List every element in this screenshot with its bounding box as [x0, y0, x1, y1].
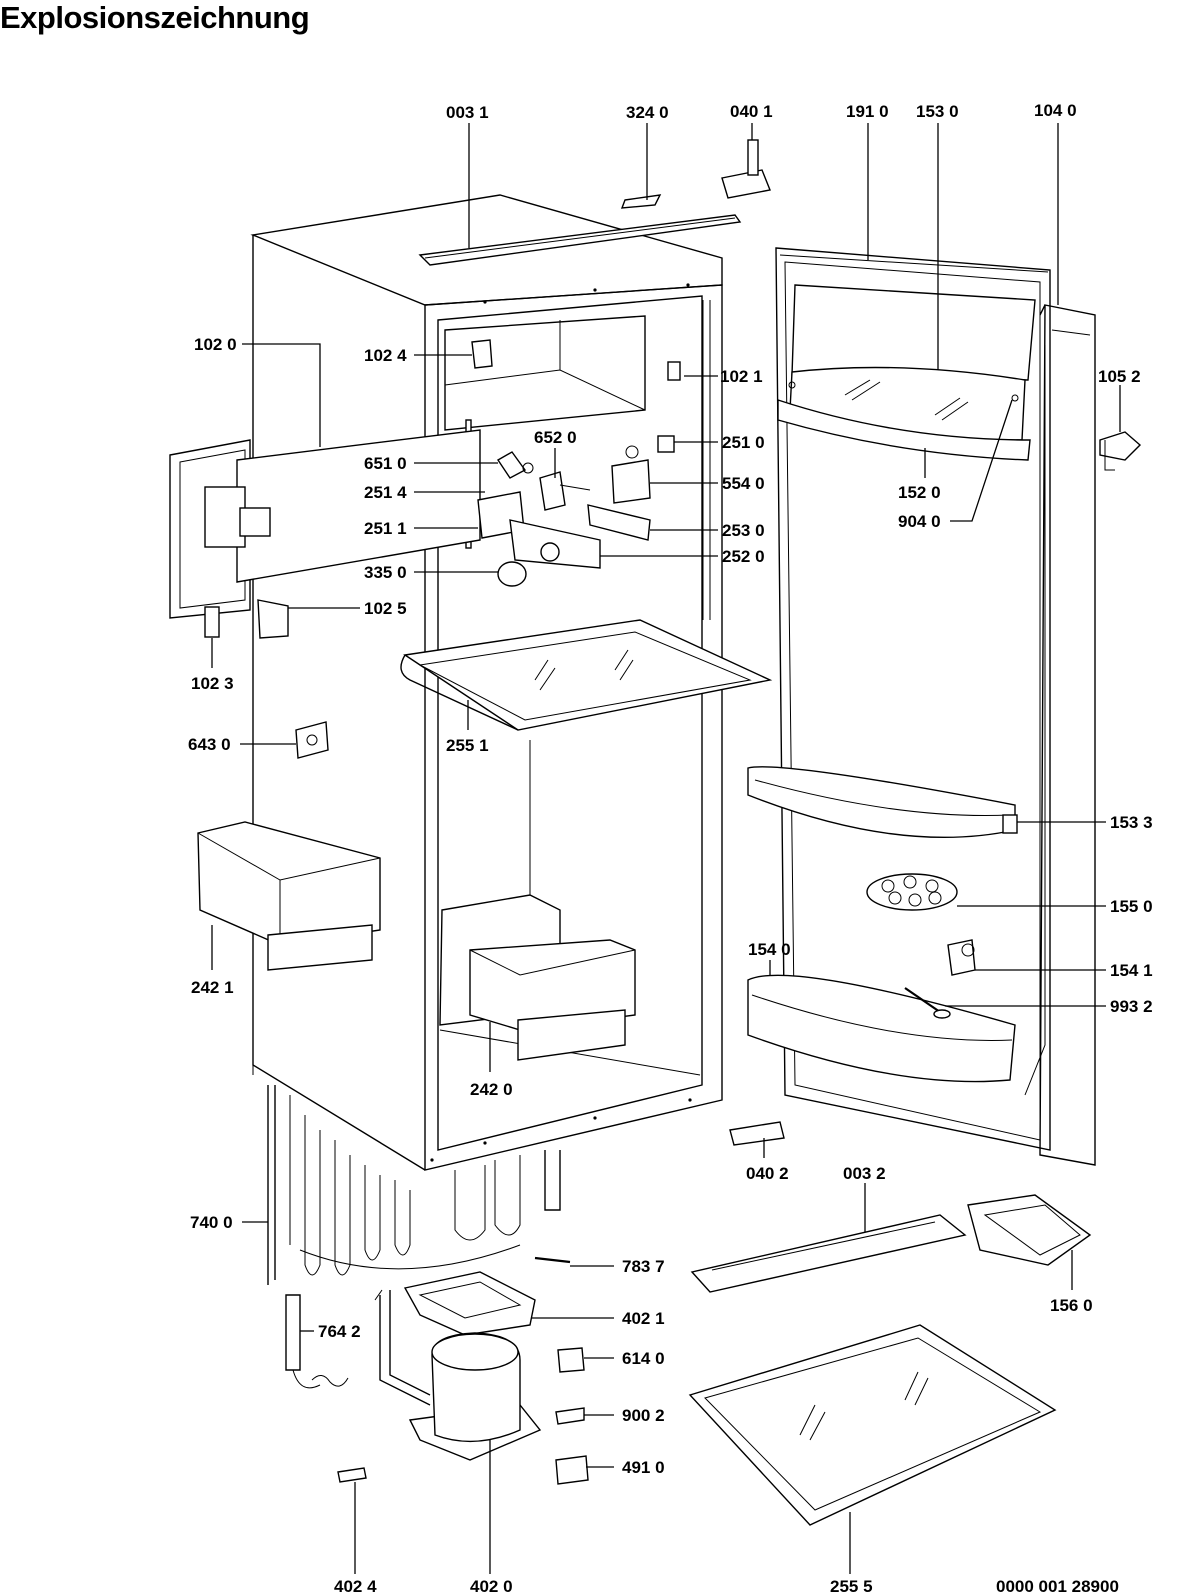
part-label-4024: 402 4 — [334, 1577, 377, 1596]
part-label-1560: 156 0 — [1050, 1296, 1093, 1315]
part-label-6430: 643 0 — [188, 735, 231, 754]
door — [747, 247, 1142, 1166]
part-label-0401: 040 1 — [730, 102, 773, 121]
part-label-9040: 904 0 — [898, 512, 941, 531]
part-label-4910: 491 0 — [622, 1458, 665, 1477]
part-label-1910: 191 0 — [846, 102, 889, 121]
inner-parts — [197, 619, 1092, 1526]
part-label-4021: 402 1 — [622, 1309, 665, 1328]
part-label-5540: 554 0 — [722, 474, 765, 493]
part-label-6140: 614 0 — [622, 1349, 665, 1368]
page-title: Explosionszeichnung — [0, 0, 310, 35]
part-label-3350: 335 0 — [364, 563, 407, 582]
part-label-1541: 154 1 — [1110, 961, 1153, 980]
part-label-2510: 251 0 — [722, 433, 765, 452]
part-label-1540: 154 0 — [748, 940, 791, 959]
part-label-0402: 040 2 — [746, 1164, 789, 1183]
part-label-1023: 102 3 — [191, 674, 234, 693]
part-label-2551: 255 1 — [446, 736, 489, 755]
part-label-2511: 251 1 — [364, 519, 407, 538]
part-label-1533: 153 3 — [1110, 813, 1153, 832]
part-label-1052: 105 2 — [1098, 367, 1141, 386]
part-label-1550: 155 0 — [1110, 897, 1153, 916]
part-label-2520: 252 0 — [722, 547, 765, 566]
part-label-6520: 652 0 — [534, 428, 577, 447]
part-label-2514: 251 4 — [364, 483, 407, 502]
part-label-2530: 253 0 — [722, 521, 765, 540]
part-label-7400: 740 0 — [190, 1213, 233, 1232]
leader-lines — [211, 123, 1121, 1574]
part-label-1040: 104 0 — [1034, 101, 1077, 120]
part-label-1530: 153 0 — [916, 102, 959, 121]
part-label-6510: 651 0 — [364, 454, 407, 473]
part-label-2421: 242 1 — [191, 978, 234, 997]
part-label-2555: 255 5 — [830, 1577, 873, 1596]
part-label-1520: 152 0 — [898, 483, 941, 502]
part-label-0031: 003 1 — [446, 103, 489, 122]
part-label-9932: 993 2 — [1110, 997, 1153, 1016]
part-label-7837: 783 7 — [622, 1257, 665, 1276]
part-label-9002: 900 2 — [622, 1406, 665, 1425]
document-number: 0000 001 28900 — [996, 1577, 1119, 1596]
part-label-4020: 402 0 — [470, 1577, 513, 1596]
part-label-1025: 102 5 — [364, 599, 407, 618]
part-label-7642: 764 2 — [318, 1322, 361, 1341]
part-labels: 003 1 324 0 040 1 191 0 153 0 104 0 102 … — [188, 101, 1153, 1596]
part-label-2420: 242 0 — [470, 1080, 513, 1099]
part-label-1021: 102 1 — [720, 367, 763, 386]
part-label-3240: 324 0 — [626, 103, 669, 122]
part-label-1020: 102 0 — [194, 335, 237, 354]
lighting-assembly — [169, 139, 771, 759]
part-label-1024: 102 4 — [364, 346, 407, 365]
compressor-group — [267, 1085, 589, 1485]
part-label-0032: 003 2 — [843, 1164, 886, 1183]
